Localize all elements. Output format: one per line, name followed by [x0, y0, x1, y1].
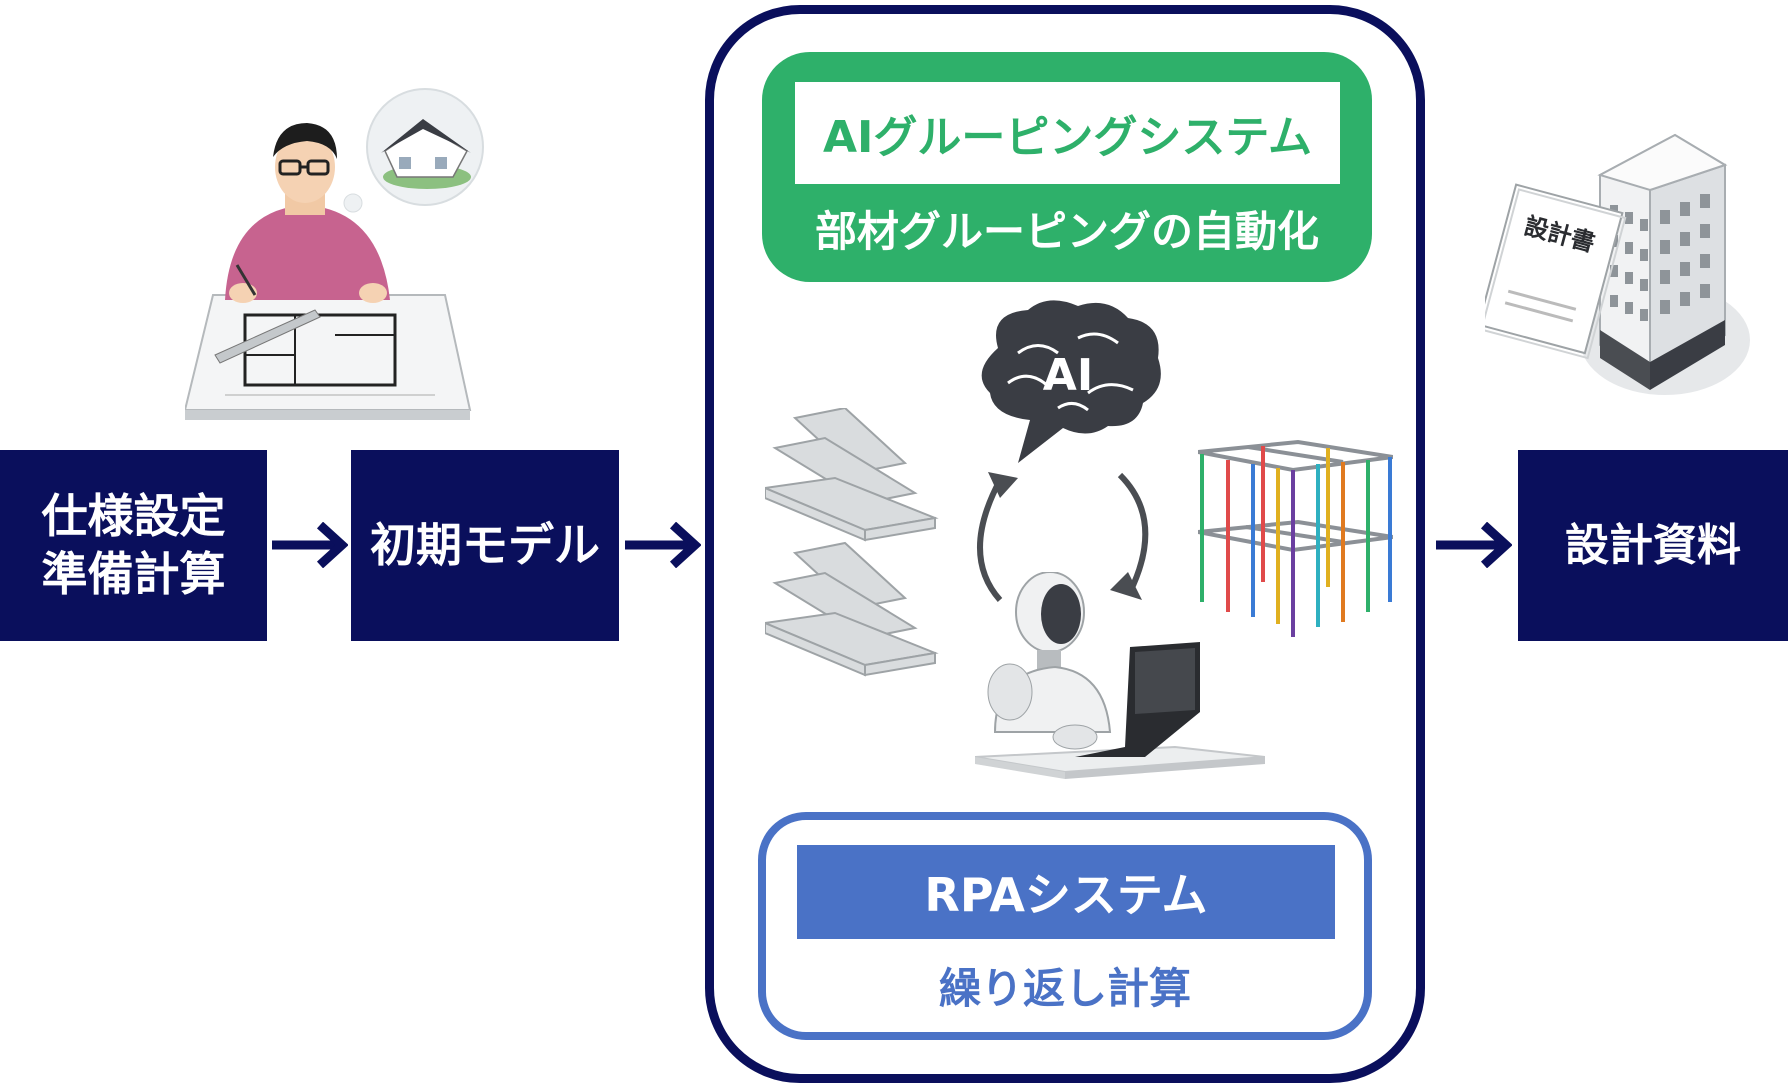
initial-model-label: 初期モデル [370, 517, 600, 572]
rpa-subtitle: 繰り返し計算 [938, 963, 1191, 1013]
ai-grouping-subtitle: 部材グルーピングの自動化 [814, 206, 1319, 256]
cycle-arrows-icon [977, 472, 1149, 602]
arrow-right-icon [625, 522, 701, 568]
spec-line2: 準備計算 [41, 546, 226, 601]
arrow-right-icon [1436, 522, 1512, 568]
arrow-right-icon [272, 522, 348, 568]
spec-prep-box: 仕様設定 準備計算 [0, 450, 267, 641]
brain-label: AI [1043, 350, 1093, 401]
structural-frame-illustration [1198, 439, 1393, 637]
robot-laptop-illustration [975, 572, 1265, 779]
ai-grouping-title: AIグルーピングシステム [795, 82, 1340, 184]
ai-brain-icon: AI [981, 300, 1161, 463]
steel-beams-illustration [765, 408, 939, 677]
designer-illustration [185, 88, 484, 420]
spec-line1: 仕様設定 [41, 489, 226, 543]
initial-model-box: 初期モデル [351, 450, 619, 641]
design-documents-box: 設計資料 [1518, 450, 1788, 641]
design-documents-label: 設計資料 [1565, 520, 1741, 571]
building-document-illustration: 設計書 [1485, 133, 1750, 395]
rpa-title: RPAシステム [797, 845, 1335, 939]
